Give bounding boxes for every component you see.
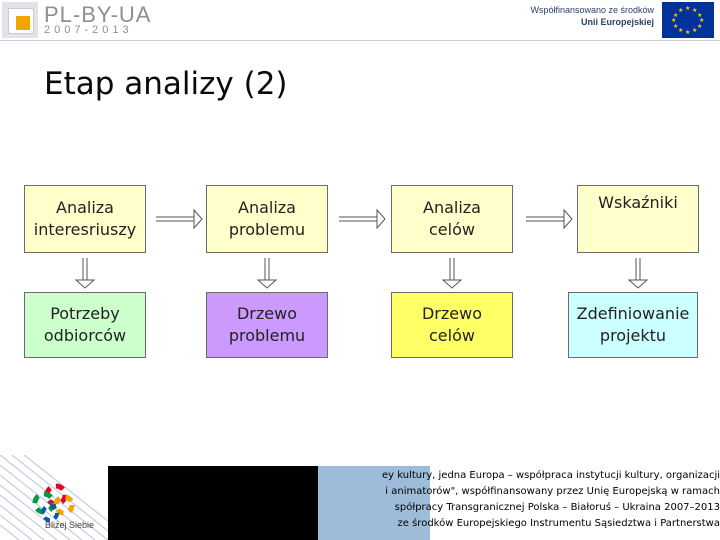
box-analiza-problemu: Analiza problemu — [206, 185, 328, 253]
box-wskazniki: Wskaźniki — [577, 185, 699, 253]
project-logo-icon — [32, 483, 75, 522]
program-logo-icon — [2, 2, 38, 38]
arrow-down-icon — [441, 258, 463, 289]
eu-flag-icon: ★ ★ ★ ★ ★ ★ ★ ★ ★ ★ ★ ★ — [662, 2, 714, 38]
arrow-down-icon — [256, 258, 278, 289]
eu-name-text: Unii Europejskiej — [580, 17, 654, 27]
footer-line: i animatorów", współfinansowany przez Un… — [385, 486, 720, 497]
footer-blue-band — [318, 466, 430, 540]
program-logo-years: 2007-2013 — [44, 24, 133, 36]
arrow-down-icon — [627, 258, 649, 289]
box-zdefiniowanie-projektu: Zdefiniowanie projektu — [568, 292, 698, 358]
footer-line: spółpracy Transgranicznej Polska – Biało… — [394, 502, 720, 513]
project-tagline: Bliżej Siebie — [45, 520, 95, 530]
arrow-right-icon — [526, 208, 573, 230]
footer-line: ze środków Europejskiego Instrumentu Sąs… — [397, 518, 720, 529]
footer-line: ey kultury, jedna Europa – współpraca in… — [382, 470, 720, 481]
page-title: Etap analizy (2) — [44, 66, 288, 102]
arrow-right-icon — [156, 208, 203, 230]
arrow-right-icon — [339, 208, 386, 230]
box-analiza-interesariuszy: Analiza interesriuszy — [24, 185, 146, 253]
box-drzewo-problemu: Drzewo problemu — [206, 292, 328, 358]
box-analiza-celow: Analiza celów — [391, 185, 513, 253]
footer-black-band — [108, 466, 318, 540]
hatched-corner-decoration — [0, 455, 108, 540]
eu-cofinancing-text: Współfinansowano ze środków — [530, 5, 654, 15]
program-logo-title: PL-BY-UA — [44, 2, 152, 27]
box-drzewo-celow: Drzewo celów — [391, 292, 513, 358]
header-divider — [0, 40, 720, 41]
box-potrzeby-odbiorcow: Potrzeby odbiorców — [24, 292, 146, 358]
arrow-down-icon — [74, 258, 96, 289]
footer-funding-text: ey kultury, jedna Europa – współpraca in… — [318, 468, 720, 532]
